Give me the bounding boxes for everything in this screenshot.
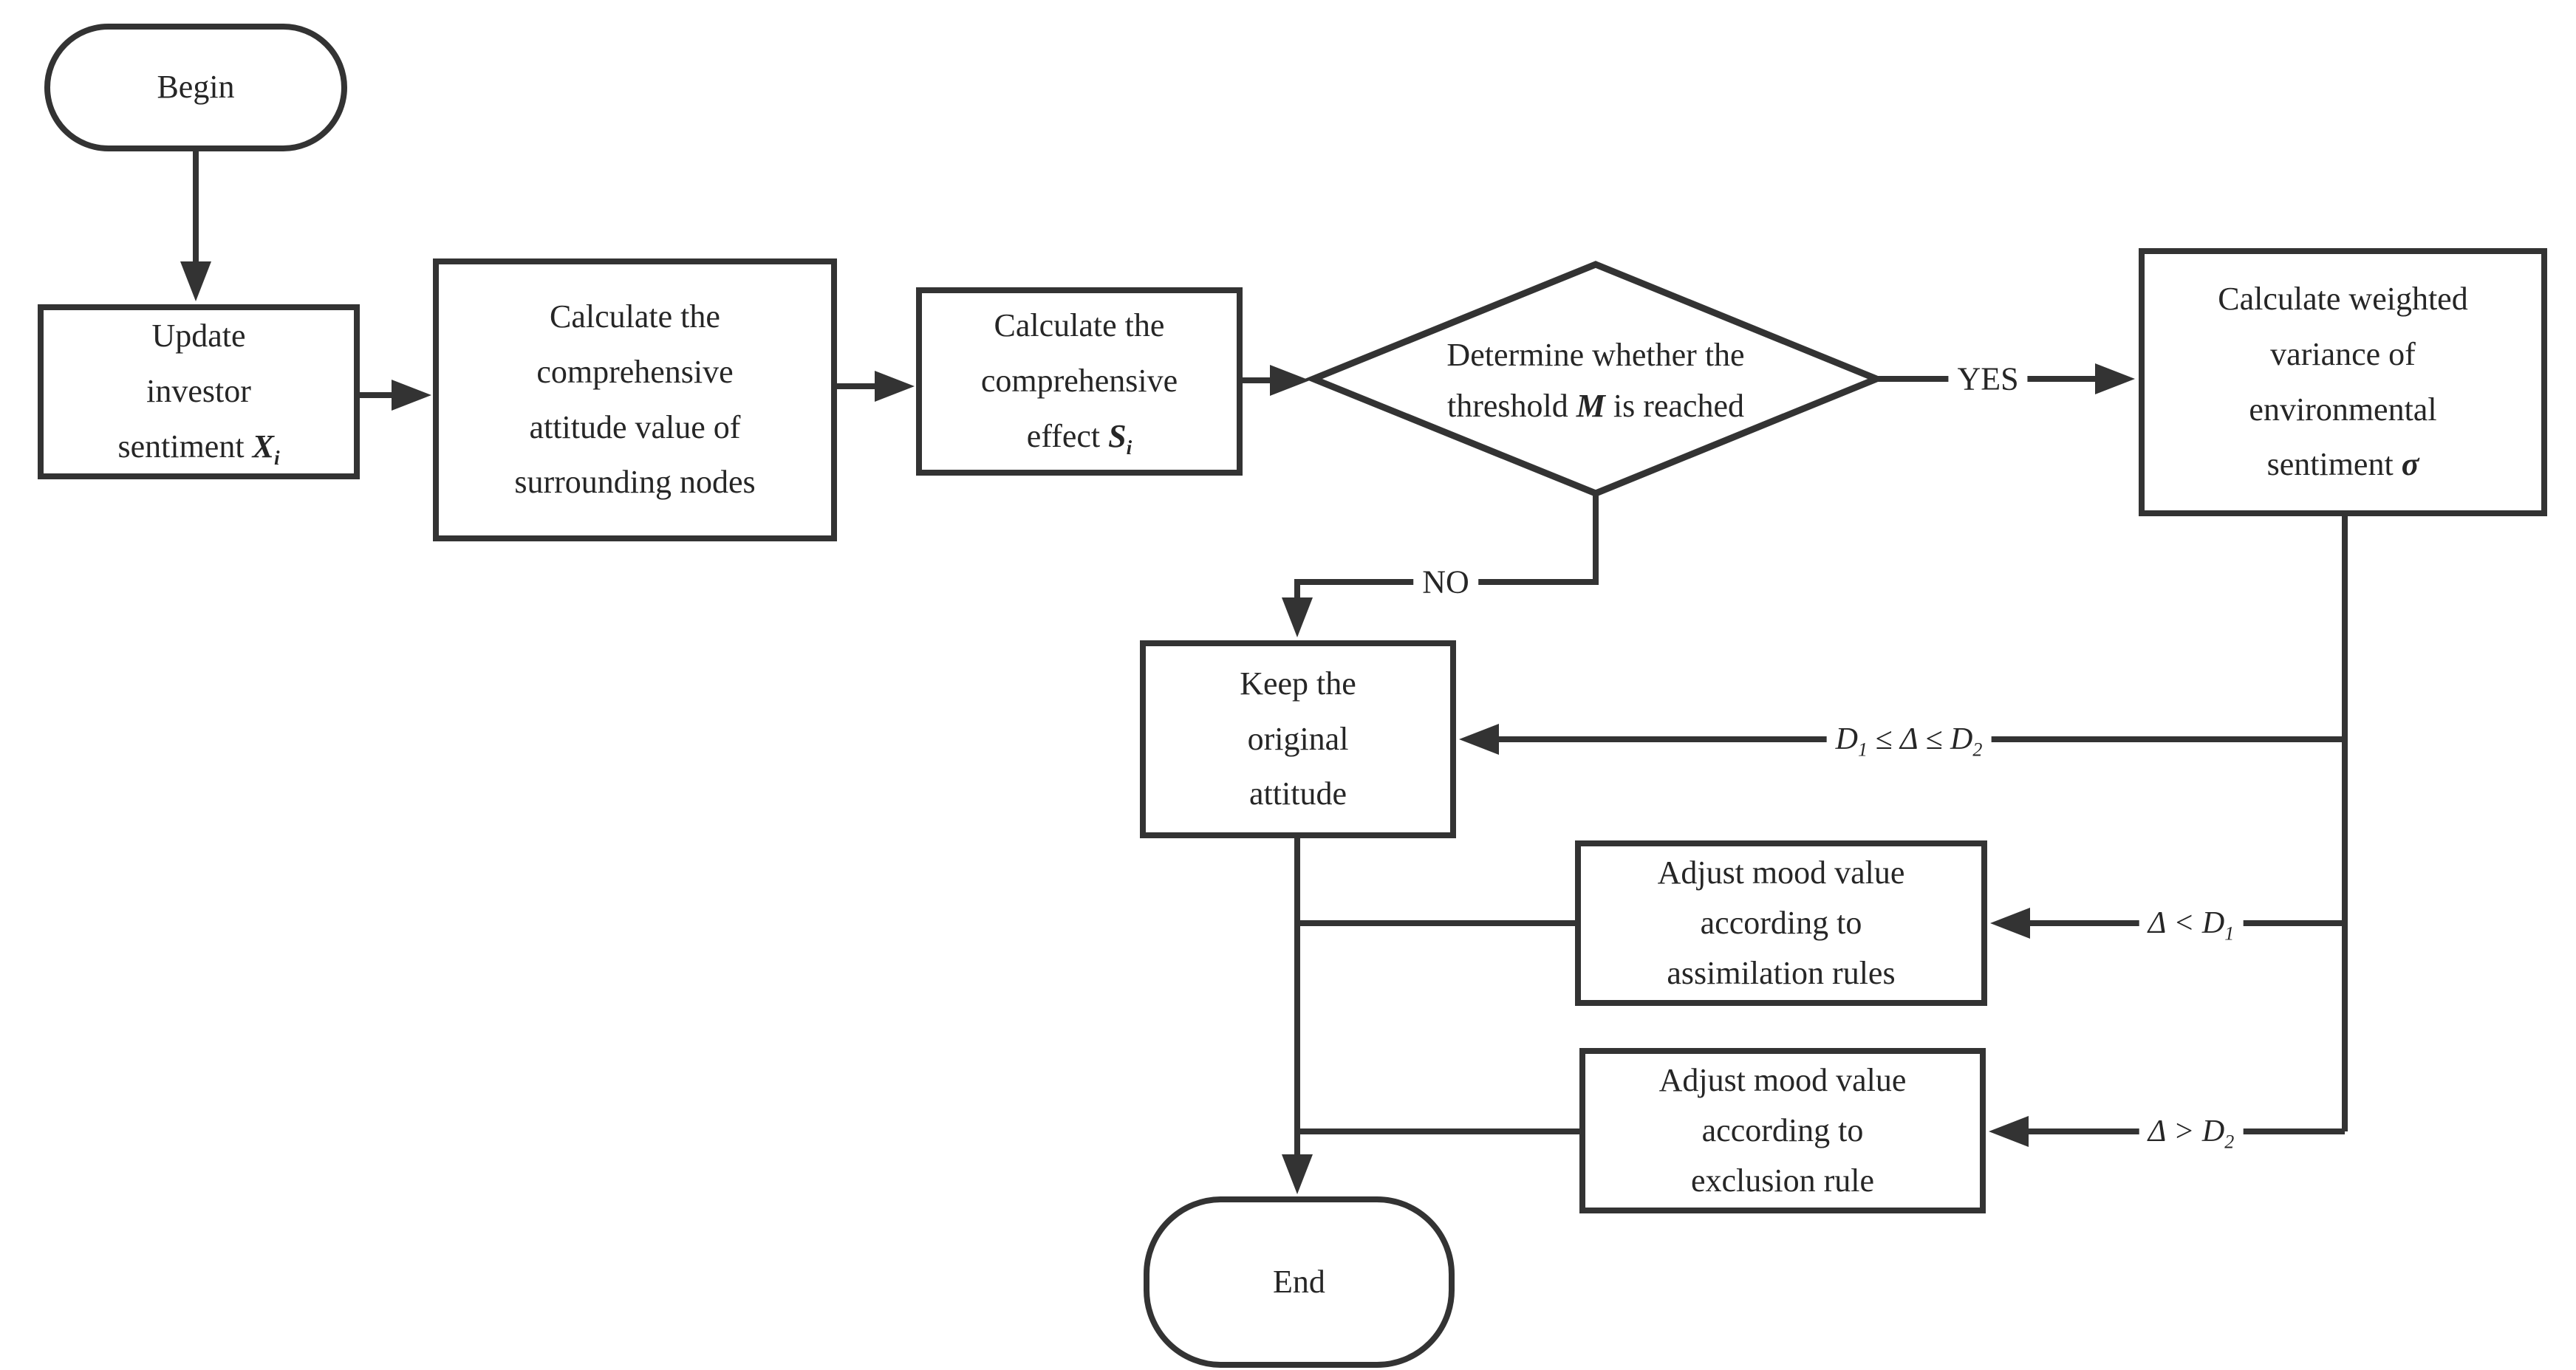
- symbol-sigma: σ: [2401, 446, 2419, 483]
- node-text-line: Calculate weighted: [2218, 280, 2468, 317]
- arrowhead-gt-to-exclusion: [1989, 1116, 2029, 1147]
- node-text-line: sentiment σ: [2266, 446, 2419, 483]
- node-text-line: Calculate the: [994, 307, 1165, 344]
- arrowhead-begin-update: [180, 261, 211, 301]
- node-text-line: surrounding nodes: [514, 464, 756, 501]
- node-text-line: comprehensive: [980, 363, 1178, 400]
- arrowhead-decision-variance: [2095, 363, 2135, 394]
- process-adjust-assimilation: Adjust mood value according to assimilat…: [1575, 840, 1987, 1006]
- node-text-line: Adjust mood value: [1657, 854, 1905, 891]
- node-text-line: Determine whether the: [1446, 337, 1745, 374]
- end-label: End: [1273, 1263, 1325, 1300]
- node-text-line: Calculate the: [550, 298, 720, 335]
- arrowhead-attitude-effect: [875, 371, 915, 402]
- process-calc-weighted-variance: Calculate weighted variance of environme…: [2139, 248, 2547, 516]
- node-text-line: environmental: [2249, 391, 2437, 428]
- node-text-line: assimilation rules: [1667, 955, 1896, 992]
- label-delta-lt-d1: Δ < D1: [2139, 905, 2244, 943]
- decision-diamond-shape: [1305, 261, 1885, 497]
- node-text-line: attitude value of: [529, 408, 741, 445]
- process-calc-attitude-value: Calculate the comprehensive attitude val…: [433, 258, 837, 541]
- node-text-line: according to: [1701, 1112, 1864, 1148]
- arrowhead-lt-to-assimilation: [1990, 908, 2030, 939]
- label-delta-gt-d2: Δ > D2: [2139, 1114, 2244, 1151]
- process-calc-comprehensive-effect: Calculate the comprehensive effect Si: [916, 287, 1243, 476]
- node-text-line: investor: [146, 373, 251, 410]
- symbol-X: X: [252, 428, 274, 465]
- label-range-condition: D1 ≤ Δ ≤ D2: [1826, 722, 1992, 759]
- process-adjust-exclusion: Adjust mood value according to exclusion…: [1579, 1048, 1986, 1213]
- arrowhead-effect-decision: [1270, 365, 1310, 396]
- label-yes: YES: [1948, 360, 2028, 398]
- node-text-line: variance of: [2270, 335, 2416, 372]
- subscript-i: i: [273, 446, 280, 469]
- node-text-line: exclusion rule: [1690, 1162, 1875, 1199]
- node-text-line: according to: [1700, 904, 1862, 941]
- symbol-M: M: [1576, 387, 1605, 424]
- symbol-S: S: [1108, 417, 1127, 454]
- node-text-line: sentiment Xi: [117, 428, 280, 469]
- arrowhead-update-attitude: [392, 380, 431, 411]
- terminal-end: End: [1144, 1196, 1455, 1368]
- arrowhead-range-to-keep: [1459, 724, 1499, 755]
- label-no: NO: [1413, 563, 1478, 601]
- begin-label: Begin: [157, 69, 235, 106]
- node-text-line: Adjust mood value: [1658, 1061, 1907, 1098]
- node-text-line: Update: [151, 318, 246, 355]
- terminal-begin: Begin: [44, 24, 347, 151]
- node-text-line: original: [1247, 720, 1349, 757]
- process-update-investor-sentiment: Update investor sentiment Xi: [38, 304, 360, 479]
- process-keep-original-attitude: Keep the original attitude: [1140, 640, 1456, 838]
- node-text-line: effect Si: [1026, 417, 1132, 459]
- node-text-line: attitude: [1249, 775, 1347, 812]
- arrowhead-keep-end: [1282, 1154, 1313, 1194]
- node-text-line: threshold M is reached: [1446, 387, 1744, 424]
- decision-threshold-reached: Determine whether the threshold M is rea…: [1345, 309, 1847, 453]
- subscript-i: i: [1126, 436, 1132, 459]
- node-text-line: Keep the: [1240, 665, 1356, 702]
- arrowhead-decision-keep: [1282, 597, 1313, 637]
- node-text-line: comprehensive: [536, 353, 734, 390]
